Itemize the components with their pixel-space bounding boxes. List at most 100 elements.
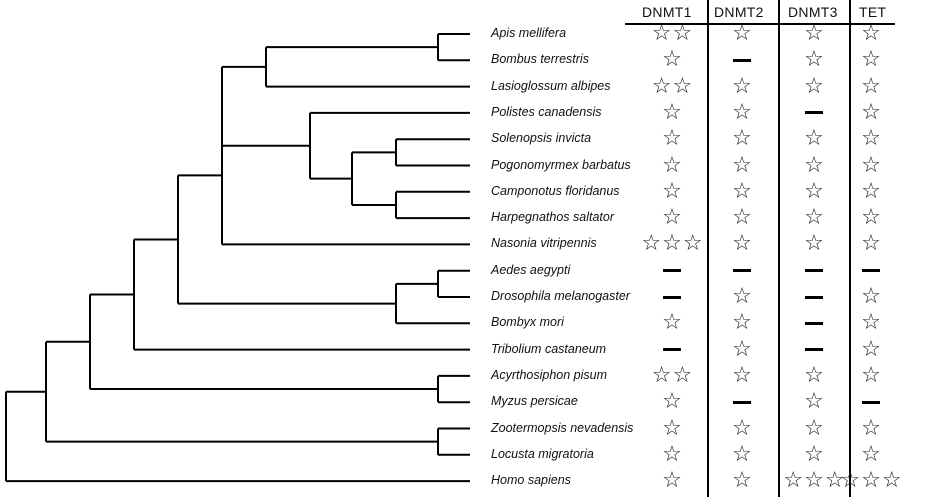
star-icon: ☆ xyxy=(732,284,752,309)
star-icon: ☆ xyxy=(662,178,682,204)
absent-dash xyxy=(733,269,751,273)
taxon-label: Zootermopsis nevadensis xyxy=(491,420,634,435)
star-icon: ☆ xyxy=(804,441,824,467)
presence-cell-dnmt2: ☆ xyxy=(731,470,754,492)
presence-cell-dnmt3: ☆☆☆ xyxy=(780,470,849,492)
presence-cell-dnmt3: ☆ xyxy=(803,415,826,441)
presence-cell-tet: ☆ xyxy=(860,101,883,124)
star-icon: ☆ xyxy=(662,468,682,494)
star-icon: ☆ xyxy=(804,362,824,388)
taxon-label: Homo sapiens xyxy=(491,473,571,488)
header-underline xyxy=(625,23,895,25)
star-icon: ☆ xyxy=(783,468,804,494)
star-icon: ☆ xyxy=(662,99,682,125)
presence-cell-dnmt3: ☆ xyxy=(803,180,826,203)
star-icon: ☆ xyxy=(804,152,824,178)
taxon-label: Nasonia vitripennis xyxy=(491,236,597,251)
presence-cell-dnmt3: ☆ xyxy=(803,152,826,178)
presence-cell-tet: ☆☆☆ xyxy=(837,470,906,492)
star-icon: ☆ xyxy=(662,152,682,178)
presence-cell-dnmt2: ☆ xyxy=(731,312,754,334)
presence-cell-dnmt2: ☆ xyxy=(731,75,754,98)
presence-cell-dnmt1: ☆☆☆ xyxy=(638,233,707,255)
presence-cell-tet: ☆ xyxy=(860,73,883,99)
presence-cell-dnmt2 xyxy=(731,260,754,282)
presence-cell-dnmt3: ☆ xyxy=(803,23,826,45)
presence-cell-dnmt1: ☆ xyxy=(661,207,684,229)
presence-cell-dnmt3: ☆ xyxy=(803,207,826,229)
star-icon: ☆ xyxy=(672,73,693,99)
star-icon: ☆ xyxy=(861,178,881,204)
star-icon: ☆ xyxy=(804,231,824,257)
taxon-label: Harpegnathos saltator xyxy=(491,210,614,225)
taxon-label: Polistes canadensis xyxy=(491,104,602,119)
star-icon: ☆ xyxy=(804,126,824,152)
presence-cell-dnmt2: ☆ xyxy=(731,417,754,440)
star-icon: ☆ xyxy=(732,441,752,467)
star-icon: ☆ xyxy=(732,152,752,178)
presence-cell-dnmt1: ☆☆ xyxy=(649,73,695,99)
presence-cell-dnmt2: ☆ xyxy=(731,207,754,229)
star-icon: ☆ xyxy=(861,336,881,362)
star-icon: ☆ xyxy=(662,310,682,336)
star-icon: ☆ xyxy=(804,73,824,99)
star-icon: ☆ xyxy=(804,415,824,441)
star-icon: ☆ xyxy=(672,21,693,46)
star-icon: ☆ xyxy=(840,468,861,494)
presence-cell-dnmt1 xyxy=(661,339,684,361)
presence-cell-dnmt1: ☆ xyxy=(661,49,684,71)
column-header-tet: TET xyxy=(859,4,887,20)
star-icon: ☆ xyxy=(861,205,881,231)
presence-cell-tet xyxy=(860,391,883,413)
presence-cell-tet: ☆ xyxy=(860,443,883,466)
absent-dash xyxy=(805,295,823,299)
presence-cell-tet: ☆ xyxy=(860,178,883,204)
star-icon: ☆ xyxy=(662,47,682,73)
absent-dash xyxy=(733,58,751,62)
presence-cell-dnmt2: ☆ xyxy=(731,128,754,150)
presence-cell-tet: ☆ xyxy=(860,233,883,255)
absent-dash xyxy=(805,348,823,352)
star-icon: ☆ xyxy=(662,415,682,441)
presence-cell-tet: ☆ xyxy=(860,336,883,362)
presence-cell-tet: ☆ xyxy=(860,286,883,308)
presence-cell-dnmt3 xyxy=(803,312,826,334)
presence-cell-dnmt3: ☆ xyxy=(803,128,826,150)
presence-cell-dnmt2: ☆ xyxy=(731,152,754,178)
star-icon: ☆ xyxy=(732,336,752,362)
column-header-dnmt1: DNMT1 xyxy=(642,4,692,20)
presence-cell-tet: ☆ xyxy=(860,49,883,71)
star-icon: ☆ xyxy=(732,126,752,152)
star-icon: ☆ xyxy=(804,389,824,415)
star-icon: ☆ xyxy=(861,468,881,494)
presence-cell-dnmt1: ☆ xyxy=(661,415,684,441)
star-icon: ☆ xyxy=(651,73,672,99)
presence-cell-dnmt1: ☆ xyxy=(661,152,684,178)
presence-cell-dnmt2: ☆ xyxy=(731,23,754,45)
presence-cell-dnmt3: ☆ xyxy=(803,391,826,413)
star-icon: ☆ xyxy=(732,21,752,46)
presence-cell-dnmt2: ☆ xyxy=(731,101,754,124)
star-icon: ☆ xyxy=(881,468,902,494)
presence-cell-dnmt1: ☆☆ xyxy=(649,362,695,388)
star-icon: ☆ xyxy=(662,231,682,257)
column-divider-1 xyxy=(707,0,709,497)
star-icon: ☆ xyxy=(804,468,824,494)
star-icon: ☆ xyxy=(732,178,752,204)
star-icon: ☆ xyxy=(662,126,682,152)
star-icon: ☆ xyxy=(861,73,881,99)
presence-cell-tet: ☆ xyxy=(860,364,883,387)
taxon-label: Locusta migratoria xyxy=(491,446,594,461)
taxon-label: Solenopsis invicta xyxy=(491,131,592,146)
presence-cell-dnmt1: ☆☆ xyxy=(649,23,695,45)
absent-dash xyxy=(805,111,823,115)
presence-cell-tet: ☆ xyxy=(860,23,883,45)
star-icon: ☆ xyxy=(861,415,881,441)
taxon-label: Tribolium castaneum xyxy=(491,341,607,356)
taxon-label: Pogonomyrmex barbatus xyxy=(491,157,631,172)
presence-cell-tet xyxy=(860,260,883,282)
star-icon: ☆ xyxy=(672,362,693,388)
star-icon: ☆ xyxy=(732,468,752,494)
column-divider-2 xyxy=(778,0,780,497)
